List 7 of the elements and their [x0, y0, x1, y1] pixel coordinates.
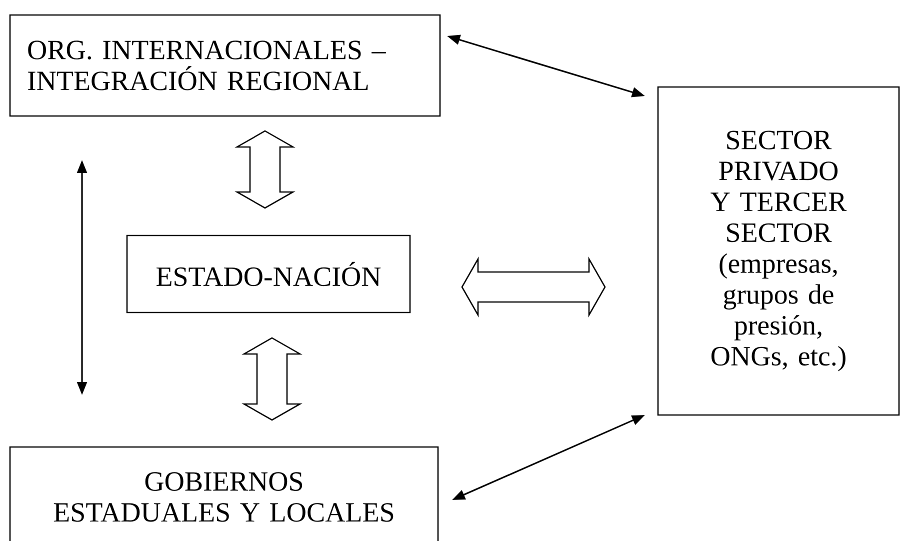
text-box: SECTOR PRIVADO Y TERCER SECTOR (empresas, grupos de presión, ONGs, etc.) [657, 86, 900, 416]
text-box: ESTADO-NACIÓN [126, 234, 411, 314]
text-box: ORG. INTERNACIONALES – INTEGRACIÓN REGIONAL [9, 14, 441, 117]
block-arrow [461, 256, 606, 318]
block-arrow [242, 337, 302, 421]
text-box: GOBIERNOS ESTADUALES Y LOCALES [9, 446, 439, 541]
block-arrow [234, 130, 296, 209]
